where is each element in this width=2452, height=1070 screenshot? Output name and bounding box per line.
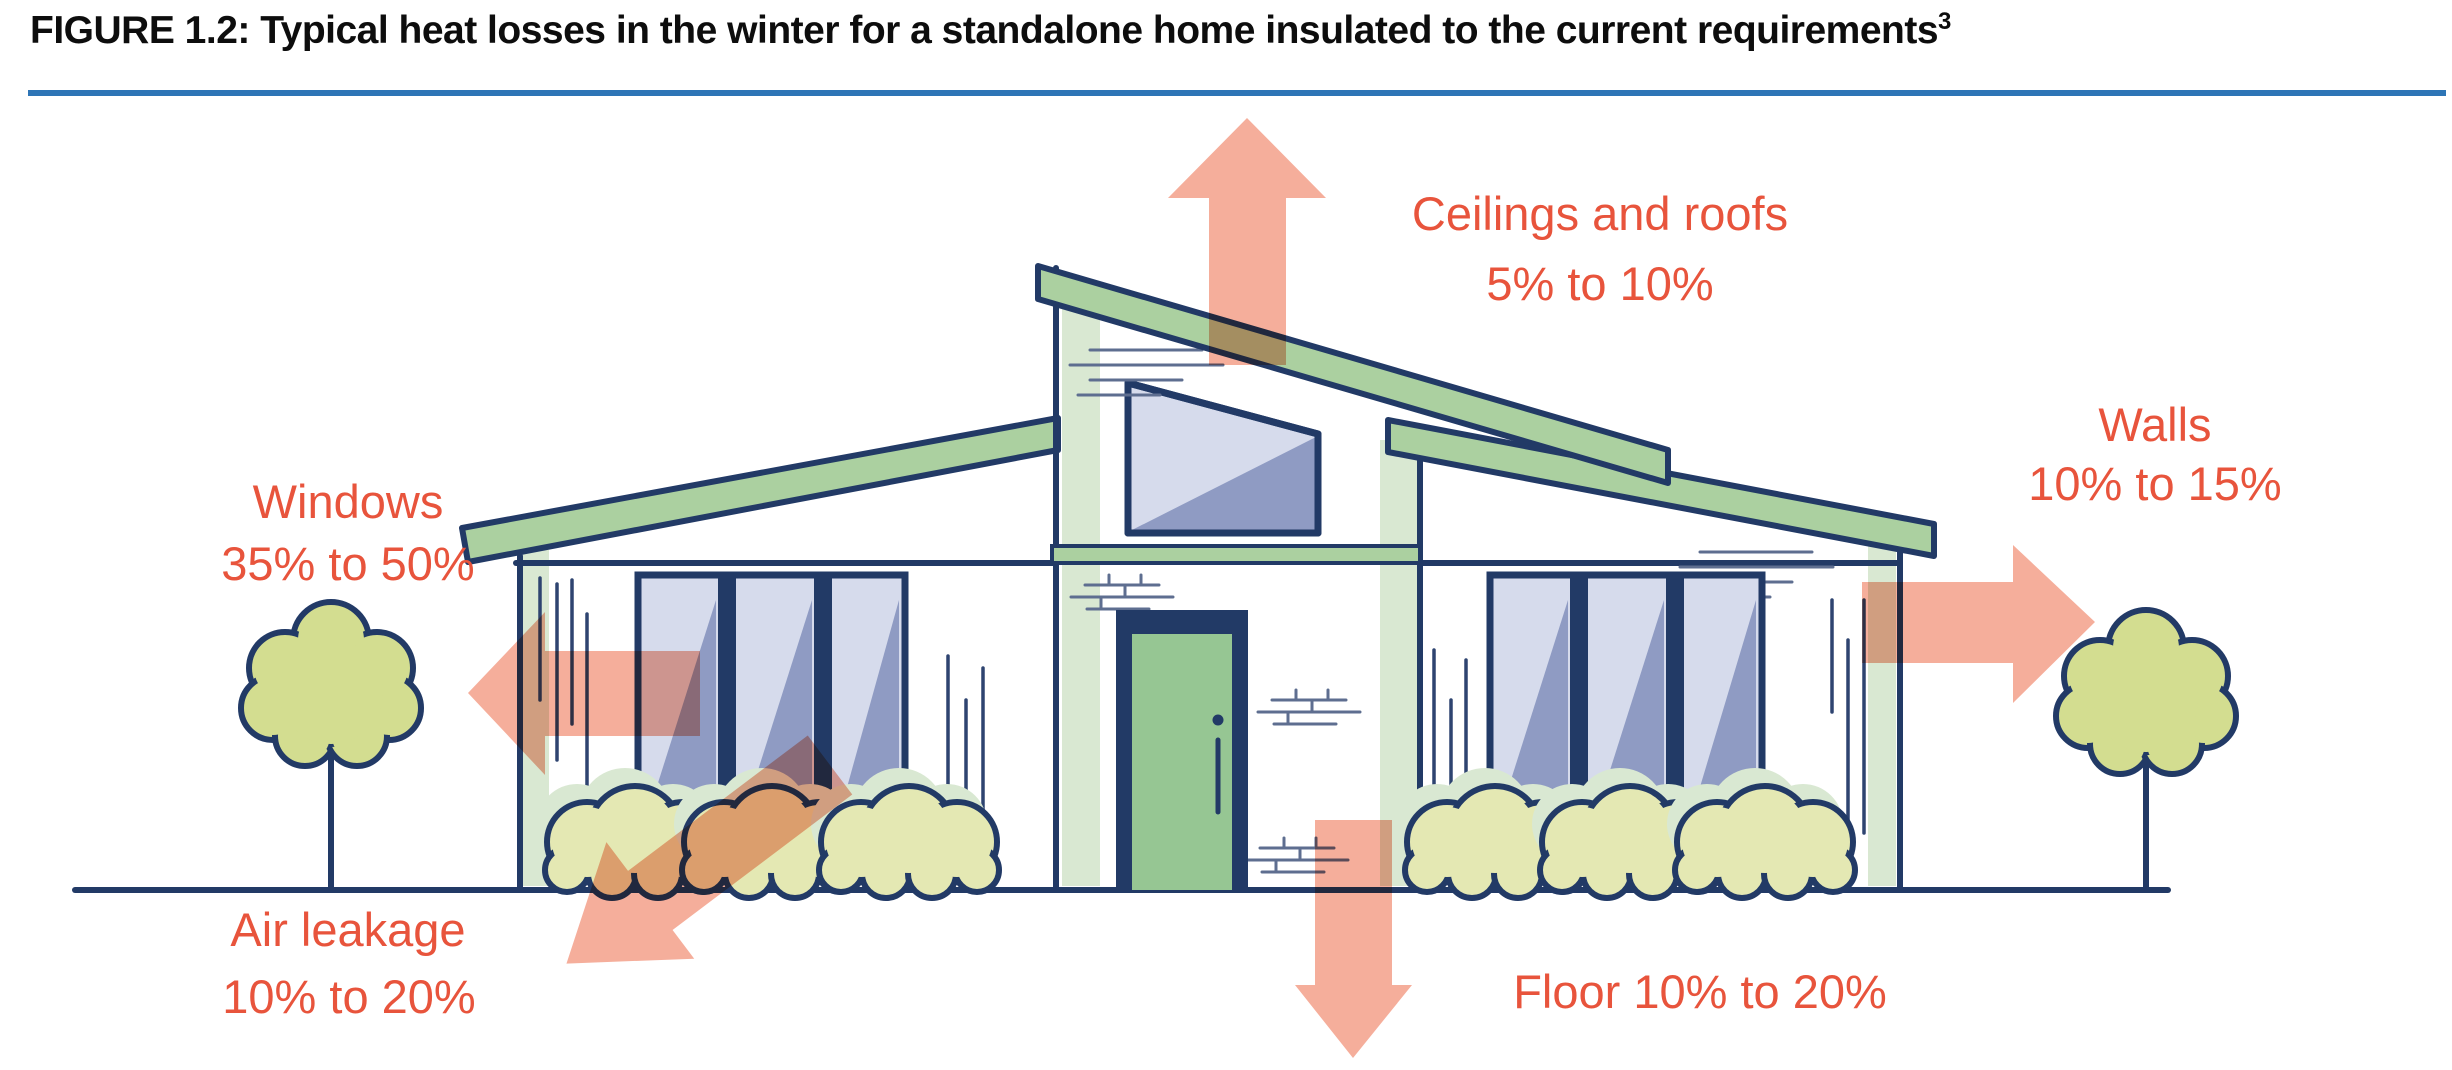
label-windows-line2: 35% to 50%: [221, 537, 474, 590]
title-underline: [28, 90, 2446, 96]
figure-title: FIGURE 1.2: Typical heat losses in the w…: [30, 8, 2430, 55]
front-door: [1116, 610, 1248, 890]
left-roof-beam: [459, 415, 1061, 565]
bush-row-right: [1397, 768, 1855, 898]
clerestory-window: [1124, 379, 1322, 537]
heat-arrow-up-icon: [1168, 118, 1326, 365]
label-ceilings-line1: Ceilings and roofs: [1412, 187, 1788, 240]
label-air-leakage-line1: Air leakage: [230, 903, 465, 956]
left-tree: [241, 602, 421, 893]
heat-arrow-down-icon: [1295, 820, 1412, 1058]
label-walls-line2: 10% to 15%: [2028, 457, 2281, 510]
heat-arrow-right-icon: [1862, 545, 2095, 703]
figure-footnote-marker: 3: [1938, 8, 1951, 35]
figure-title-text: FIGURE 1.2: Typical heat losses in the w…: [30, 9, 1939, 52]
heat-lines-right-wing: [1830, 598, 1866, 835]
label-floor: Floor 10% to 20%: [1513, 965, 1887, 1018]
brick-detail: [1256, 688, 1362, 726]
door-handle-icon: [1212, 714, 1224, 815]
top-roof-beam: [1035, 263, 1671, 486]
right-roof-beam: [1385, 417, 1937, 559]
fascia-band: [1050, 544, 1422, 565]
right-tree: [2056, 610, 2236, 893]
label-ceilings-line2: 5% to 10%: [1486, 257, 1713, 310]
label-air-leakage-line2: 10% to 20%: [222, 970, 475, 1023]
label-walls-line1: Walls: [2098, 398, 2211, 451]
heat-arrow-diagonal-icon: [566, 735, 853, 964]
heat-arrow-left-icon: [468, 612, 700, 775]
house-illustration: [459, 263, 1937, 893]
label-windows-line1: Windows: [253, 475, 444, 528]
right-window-bank: [1486, 571, 1766, 834]
